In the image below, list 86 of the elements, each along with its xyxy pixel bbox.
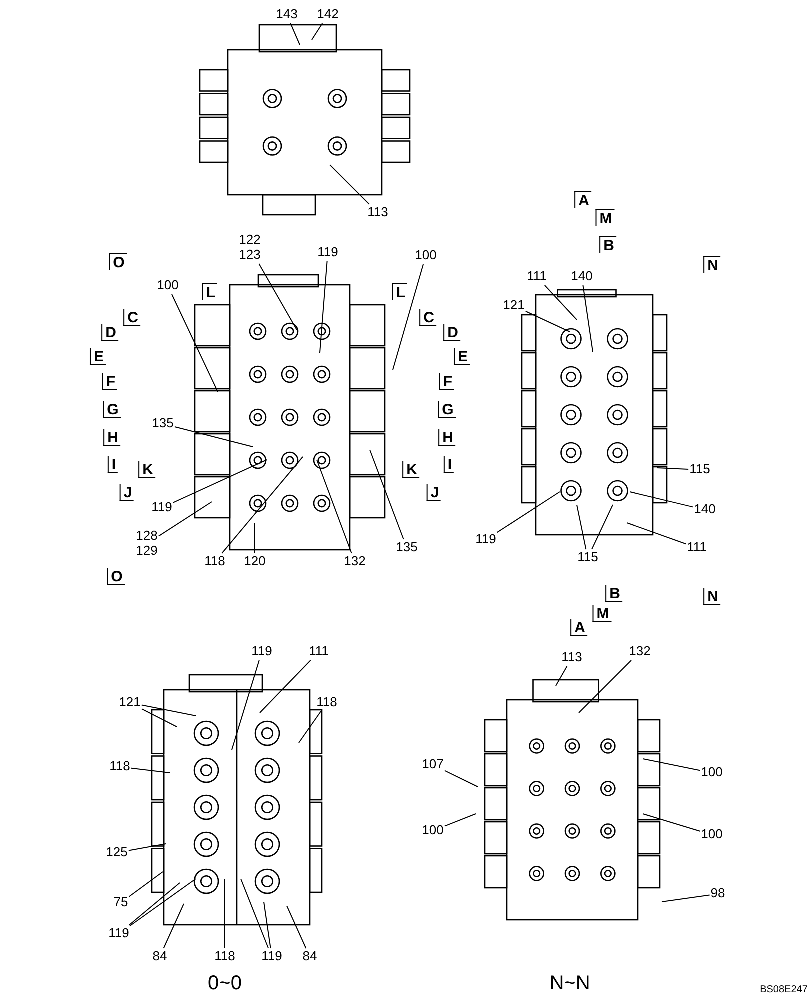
leader-line — [592, 504, 614, 550]
callout-number: 119 — [262, 950, 282, 964]
callout-number: 142 — [317, 8, 339, 22]
leader-line — [626, 522, 687, 545]
view-title: 0~0 — [208, 972, 242, 996]
control-valve-drawing — [199, 24, 411, 216]
callout-number: 111 — [527, 270, 547, 284]
callout-number: 118 — [214, 950, 236, 964]
callout-number: 128 — [136, 529, 158, 544]
callout-number: 111 — [309, 644, 329, 660]
callout-number: 100 — [157, 278, 179, 294]
callout-number: 135 — [152, 416, 174, 432]
callout-number: 118 — [110, 760, 130, 774]
leader-line — [642, 814, 701, 832]
leader-line — [163, 904, 184, 949]
callout-number: 140 — [571, 270, 593, 284]
callout-number: 140 — [694, 502, 716, 518]
leader-line — [264, 902, 272, 949]
callout-number: 143 — [276, 8, 298, 22]
leader-line — [172, 460, 268, 504]
leader-line — [290, 23, 300, 46]
leader-line — [576, 504, 587, 550]
leader-line — [662, 894, 710, 902]
leader-line — [444, 770, 478, 788]
callout-number: 122 — [239, 233, 261, 248]
leader-line — [392, 264, 424, 370]
callout-number: 132 — [629, 644, 651, 660]
leader-line — [642, 758, 701, 772]
callout-number: 135 — [396, 540, 418, 556]
leader-line — [544, 285, 578, 320]
callout-number: 121 — [503, 298, 525, 314]
leader-line — [224, 878, 226, 949]
leader-line — [254, 522, 256, 554]
callout-number: 125 — [106, 846, 128, 860]
callout-number: 84 — [302, 950, 318, 964]
callout-number: 118 — [316, 696, 338, 710]
leader-line — [630, 492, 694, 508]
leader-line — [240, 878, 270, 949]
leader-line — [128, 872, 164, 898]
leader-line — [556, 666, 568, 686]
leader-line — [656, 468, 690, 470]
callout-number: 129 — [136, 544, 158, 559]
leader-line — [312, 23, 324, 40]
callout-number: 98 — [710, 886, 726, 902]
callout-number: 119 — [318, 246, 338, 260]
leader-line — [128, 882, 180, 926]
callout-number: 100 — [701, 828, 723, 842]
callout-number: 84 — [152, 950, 168, 964]
leader-line — [141, 704, 196, 716]
leader-line — [141, 708, 178, 728]
callout-number: 118 — [204, 554, 226, 570]
callout-number: 75 — [114, 896, 128, 910]
leader-line — [330, 164, 370, 205]
callout-number: 115 — [578, 550, 598, 566]
callout-number: 100 — [415, 248, 437, 264]
leader-line — [496, 492, 560, 534]
drawing-number: BS08E247 — [760, 984, 808, 996]
callout-number: 100 — [701, 766, 723, 780]
leader-line — [370, 450, 404, 540]
callout-number: 119 — [108, 926, 130, 942]
callout-number: 119 — [476, 532, 496, 548]
callout-number: 120 — [244, 554, 266, 570]
leader-line — [286, 906, 307, 949]
control-valve-drawing — [484, 679, 661, 921]
leader-line — [298, 711, 322, 744]
leader-line — [130, 768, 170, 774]
callout-number: 123 — [239, 248, 261, 263]
callout-number: 100 — [422, 824, 444, 838]
control-valve-drawing — [194, 274, 386, 551]
callout-number: 113 — [562, 650, 582, 666]
leader-line — [260, 660, 312, 714]
view-title: N~N — [550, 972, 590, 996]
callout-number: 119 — [152, 500, 172, 516]
callout-number: 111 — [687, 540, 707, 556]
callout-number: 132 — [344, 554, 366, 570]
callout-number: 121 — [119, 696, 141, 710]
callout-number: 119 — [252, 644, 272, 660]
leader-line — [158, 502, 212, 537]
callout-number: 115 — [690, 462, 710, 478]
leader-line — [320, 261, 328, 354]
leader-line — [525, 311, 570, 332]
leader-line — [174, 426, 254, 448]
leader-line — [130, 878, 196, 926]
leader-line — [444, 814, 476, 827]
callout-number: 107 — [422, 758, 444, 772]
callout-number: 113 — [368, 206, 388, 220]
